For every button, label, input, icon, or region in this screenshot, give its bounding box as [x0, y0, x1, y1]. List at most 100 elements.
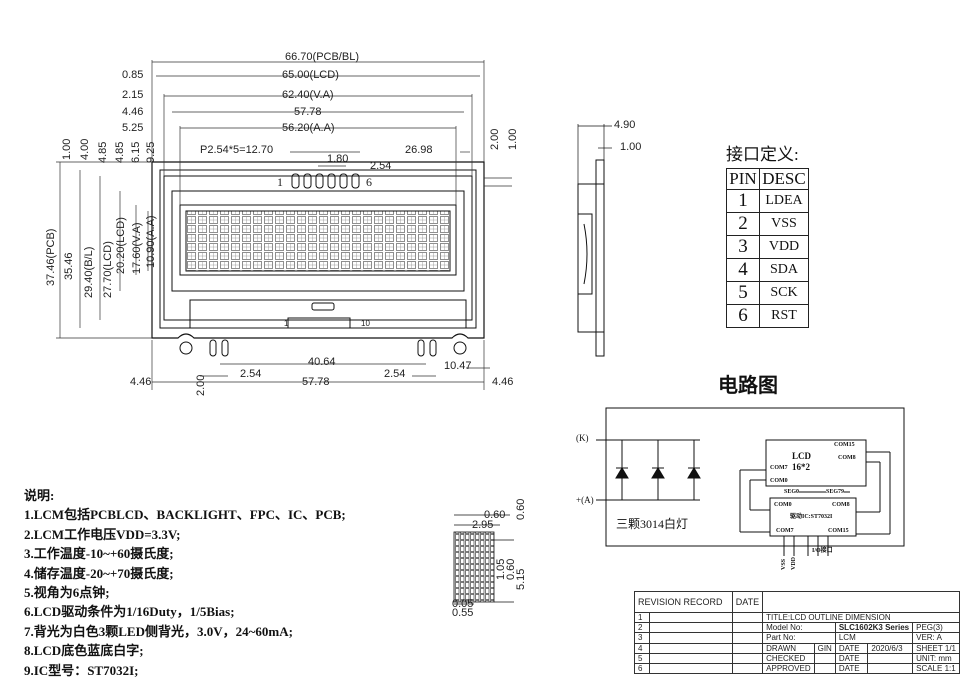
note-item: 8.LCD底色蓝底白字;: [24, 643, 144, 659]
pin-number: 1: [726, 189, 760, 213]
bottom-dimension-lines: [151, 340, 490, 390]
lcd-label: LCD: [792, 451, 812, 461]
detail-060-top: 0.60: [484, 509, 506, 521]
dim-3546: 35.46: [63, 252, 75, 280]
ver-value: A: [936, 633, 942, 643]
notes-heading: 说明:: [24, 488, 55, 503]
note-item: 4.储存温度-20~+70摄氏度;: [24, 565, 174, 581]
dim-left-925: 9.25: [145, 141, 157, 163]
led-caption: 三颗3014白灯: [616, 517, 689, 531]
cathode-label: (K): [576, 433, 589, 443]
drawn-date: 2020/6/3: [867, 642, 914, 654]
dim-085: 0.85: [122, 69, 144, 81]
dim-va-width: 62.40(V.A): [282, 89, 334, 101]
pin-number: 6: [726, 304, 760, 328]
detail-515: 5.15: [515, 568, 527, 590]
note-item: 9.IC型号：ST7032I;: [24, 662, 139, 678]
ic-com0: COM0: [774, 502, 792, 508]
dim-bottom-254-right: 2.54: [384, 368, 406, 380]
ic-com8: COM8: [832, 502, 850, 508]
pin-label-6: 6: [366, 175, 372, 189]
date-label: DATE: [834, 662, 869, 675]
io-label: I/O接口: [812, 548, 833, 554]
fpc-label-1: 1: [284, 319, 289, 328]
note-item: 6.LCD驱动条件为1/16Duty，1/5Bias;: [24, 604, 235, 620]
pin-desc: VDD: [759, 235, 809, 259]
header-pin: PIN: [726, 168, 760, 190]
part-no: LCM: [834, 632, 914, 644]
row-number: 5: [634, 652, 650, 664]
dim-left-400: 4.00: [79, 138, 91, 160]
row-number: 1: [634, 611, 650, 624]
dim-215: 2.15: [122, 89, 144, 101]
table-header-row: PIN DESC: [726, 168, 809, 190]
dim-aa-width: 56.20(A.A): [282, 122, 335, 134]
lcd-com8: COM8: [838, 455, 856, 461]
pixel-detail: [453, 514, 514, 605]
lcd-size: 16*2: [792, 462, 810, 472]
model-no: SLC1602K3 Series: [834, 622, 914, 634]
detail-295: 2.95: [472, 519, 494, 531]
dim-side-100: 1.00: [620, 141, 642, 153]
dim-left-485a: 4.85: [97, 141, 109, 163]
dim-2698: 26.98: [405, 144, 433, 156]
drawn-label: DRAWN: [762, 642, 815, 654]
dim-bottom-1047: 10.47: [444, 360, 472, 372]
detail-005: 0.05: [452, 598, 474, 610]
detail-060-right: 0.60: [515, 498, 527, 520]
revision-record-label: REVISION RECORD: [634, 591, 733, 613]
dim-200-right: 2.00: [489, 128, 501, 150]
note-item: 3.工作温度-10~+60摄氏度;: [24, 546, 174, 562]
peg-label: PEG(3): [912, 622, 960, 634]
lcd-com7: COM7: [770, 465, 788, 471]
dim-5778-top: 57.78: [294, 106, 322, 118]
seg0-label: SEG0: [784, 489, 800, 495]
circuit-title: 电路图: [718, 375, 778, 397]
dim-bottom-4064: 40.64: [308, 356, 336, 368]
left-dimension-lines: [56, 161, 152, 339]
pin-number: 3: [726, 235, 760, 259]
dim-lcd-height-2020: 20.20(LCD): [115, 217, 127, 274]
anode-label: +(A): [576, 495, 594, 505]
checked-label: CHECKED: [762, 652, 815, 664]
unit-value: mm: [938, 653, 952, 663]
pin-label-1: 1: [277, 175, 283, 189]
dim-bottom-5778: 57.78: [302, 376, 330, 388]
dim-lcd-height-2770: 27.70(LCD): [102, 241, 114, 298]
row-number: 2: [634, 622, 650, 634]
detail-055: 0.55: [452, 607, 474, 619]
note-item: 7.背光为白色3颗LED侧背光，3.0V，24~60mA;: [24, 623, 293, 639]
dim-va-height: 17.60(V.A): [131, 222, 143, 274]
sheet-value: 1/1: [944, 643, 956, 653]
pin-number: 4: [726, 258, 760, 282]
dim-446-top: 4.46: [122, 106, 144, 118]
vss-label: VSS: [781, 558, 787, 570]
pin-number: 2: [726, 212, 760, 236]
dim-180: 1.80: [327, 153, 349, 165]
revision-date-label: DATE: [731, 591, 764, 613]
dim-left-100: 1.00: [61, 138, 73, 160]
dim-bottom-254-left: 2.54: [240, 368, 262, 380]
interface-title: 接口定义:: [726, 145, 799, 164]
dim-left-485b: 4.85: [114, 141, 126, 163]
vdd-label: VDD: [791, 557, 797, 570]
unit-label: UNIT:: [916, 653, 937, 663]
note-item: 2.LCM工作电压VDD=3.3V;: [24, 526, 181, 542]
pin-number: 5: [726, 281, 760, 305]
lcd-com0: COM0: [770, 478, 788, 484]
row-number: 4: [634, 642, 650, 654]
dim-lcd-width: 65.00(LCD): [282, 69, 339, 81]
pin-desc: SCK: [759, 281, 809, 305]
dim-pcb-height: 37.46(PCB): [45, 228, 57, 286]
dim-525: 5.25: [122, 122, 144, 134]
title-block: REVISION RECORD DATE 1 TITLE:LCD OUTLINE…: [634, 591, 960, 675]
lcd-com15: COM15: [834, 442, 855, 448]
pin-desc: RST: [759, 304, 809, 328]
dim-pin-pitch-total: P2.54*5=12.70: [200, 144, 274, 156]
drawing-title: TITLE:LCD OUTLINE DIMENSION: [762, 611, 960, 624]
